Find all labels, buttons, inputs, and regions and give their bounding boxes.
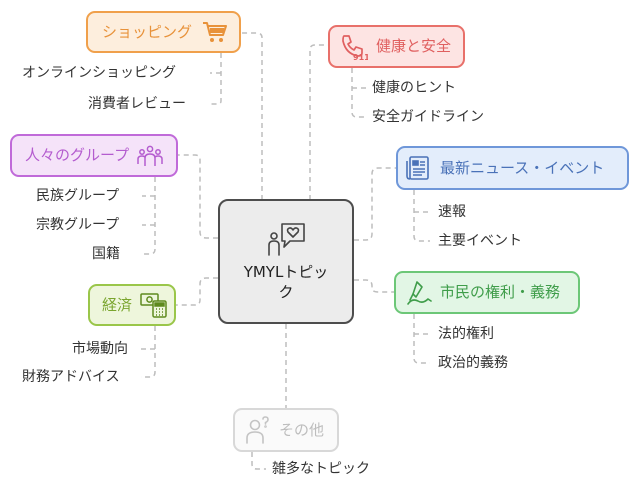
node-health[interactable]: 911 健康と安全 (328, 25, 465, 68)
node-groups-label: 人々のグループ (25, 146, 130, 164)
node-shopping-label: ショッピング (102, 22, 193, 41)
phone-911-icon: 911 (342, 34, 368, 61)
groups-child-nationality: 国籍 (92, 246, 120, 262)
shopping-child-reviews: 消費者レビュー (88, 96, 186, 112)
civic-child-political-duties: 政治的義務 (438, 355, 508, 371)
node-economy-label: 経済 (102, 295, 133, 314)
node-economy[interactable]: 経済 (88, 284, 176, 326)
shopping-child-online: オンラインショッピング (22, 65, 176, 81)
person-question-icon (246, 416, 269, 444)
news-child-breaking: 速報 (438, 204, 466, 220)
health-child-guidelines: 安全ガイドライン (372, 109, 484, 125)
center-title-line2: ク (278, 282, 294, 301)
economy-child-financial-advice: 財務アドバイス (22, 369, 120, 385)
groups-child-ethnic: 民族グループ (36, 188, 120, 204)
health-child-tips: 健康のヒント (372, 80, 456, 96)
economy-child-market-trends: 市場動向 (72, 341, 128, 357)
people-group-icon (137, 145, 163, 166)
node-news-label: 最新ニュース・イベント (440, 158, 605, 177)
node-civic-label: 市民の権利・義務 (440, 283, 561, 301)
center-title-line1: YMYLトピッ (243, 263, 329, 281)
node-shopping[interactable]: ショッピング (86, 11, 241, 53)
node-other-label: その他 (279, 420, 325, 439)
node-civic[interactable]: 市民の権利・義務 (394, 271, 580, 314)
news-child-major-events: 主要イベント (438, 233, 522, 249)
hand-pen-icon (407, 280, 432, 305)
node-health-label: 健康と安全 (376, 37, 452, 55)
groups-child-religious: 宗教グループ (36, 217, 120, 233)
node-other[interactable]: その他 (233, 408, 339, 452)
svg-text:911: 911 (353, 53, 368, 61)
node-news[interactable]: 最新ニュース・イベント (396, 146, 629, 190)
other-child-misc: 雑多なトピック (272, 461, 370, 477)
node-groups[interactable]: 人々のグループ (10, 134, 178, 177)
newspaper-icon (406, 156, 429, 180)
money-calculator-icon (140, 293, 167, 318)
civic-child-legal-rights: 法的権利 (438, 326, 494, 342)
center-topic-node[interactable]: YMYLトピッ ク (218, 199, 354, 324)
center-topic-title: YMYLトピッ ク (244, 263, 329, 302)
person-speech-heart-icon (268, 223, 305, 256)
shopping-cart-icon (203, 22, 228, 42)
